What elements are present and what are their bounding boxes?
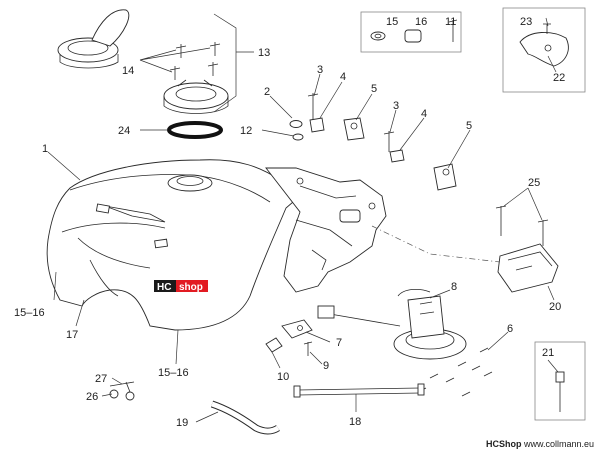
washer-15	[370, 31, 386, 41]
callout-22: 22	[553, 72, 565, 84]
screw-9	[303, 341, 313, 356]
washer-2	[289, 120, 303, 128]
callout-15: 15	[386, 16, 398, 28]
screw-11	[448, 19, 458, 42]
callout-15-16-bottom: 15–16	[158, 367, 189, 379]
hcshop-watermark: HC shop	[154, 280, 208, 293]
callout-5a: 5	[371, 83, 377, 95]
fuel-tank	[46, 159, 301, 331]
callout-9: 9	[323, 360, 329, 372]
hose-18	[293, 383, 425, 398]
callout-24: 24	[118, 125, 130, 137]
callout-25: 25	[528, 177, 540, 189]
leader-lines	[47, 17, 559, 423]
sensor-bracket-7	[281, 319, 313, 339]
callout-10: 10	[277, 371, 289, 383]
cap-screws	[169, 42, 221, 80]
fuel-filler-ring	[163, 79, 229, 114]
callout-21: 21	[542, 347, 554, 359]
callout-20: 20	[549, 301, 561, 313]
fittings-26-27	[109, 381, 135, 401]
callout-2: 2	[264, 86, 270, 98]
washer-12	[292, 133, 304, 141]
clip-5a	[343, 117, 365, 141]
sensor-10	[265, 337, 283, 353]
clip-5b	[433, 163, 457, 191]
bolt-21	[555, 371, 565, 412]
callout-6: 6	[507, 323, 513, 335]
callout-labels: 1 14 13 24 2 3 4 5 12 3 4 5 15 16 11 23 …	[14, 16, 565, 429]
callout-17: 17	[66, 329, 78, 341]
parts-box-15-16-11	[360, 11, 462, 53]
footer-brand: HCShop	[485, 439, 522, 449]
callout-4a: 4	[340, 71, 346, 83]
callout-8: 8	[451, 281, 457, 293]
callout-5b: 5	[466, 120, 472, 132]
callout-7: 7	[336, 337, 342, 349]
bracket-22	[519, 32, 569, 67]
callout-11: 11	[445, 16, 456, 28]
nut-4a	[309, 117, 325, 133]
watermark-hc: HC	[157, 282, 171, 293]
parts-box-21	[534, 341, 586, 421]
callout-12: 12	[240, 125, 252, 137]
ecu-module	[497, 243, 559, 293]
footer-credit: HCShop www.collmann.eu	[486, 439, 594, 449]
fuel-cap	[57, 9, 130, 69]
callout-3a: 3	[317, 64, 323, 76]
callout-19: 19	[176, 417, 188, 429]
fuel-pump	[393, 288, 467, 360]
callout-26: 26	[86, 391, 98, 403]
callout-23: 23	[520, 16, 532, 28]
callout-14: 14	[122, 65, 134, 77]
screw-23	[543, 23, 551, 34]
bolt-3b	[383, 131, 395, 152]
callout-4b: 4	[421, 108, 427, 120]
gasket	[167, 121, 223, 139]
callout-27: 27	[95, 373, 107, 385]
hose-19	[210, 400, 280, 435]
grommet-16	[404, 29, 422, 43]
pump-wiring	[317, 305, 401, 327]
callout-16: 16	[415, 16, 427, 28]
callout-13: 13	[258, 47, 270, 59]
footer-url[interactable]: www.collmann.eu	[523, 439, 594, 449]
pump-screws-6	[417, 347, 493, 397]
parts-box-22-23	[502, 7, 586, 93]
callout-1: 1	[42, 143, 48, 155]
tank-rear-frame	[265, 167, 387, 293]
ecu-screws-25	[495, 205, 549, 246]
callout-18: 18	[349, 416, 361, 428]
nut-4b	[389, 149, 405, 163]
bolt-3a	[307, 93, 319, 122]
watermark-shop: shop	[179, 282, 203, 293]
callout-15-16-left: 15–16	[14, 307, 45, 319]
callout-3b: 3	[393, 100, 399, 112]
